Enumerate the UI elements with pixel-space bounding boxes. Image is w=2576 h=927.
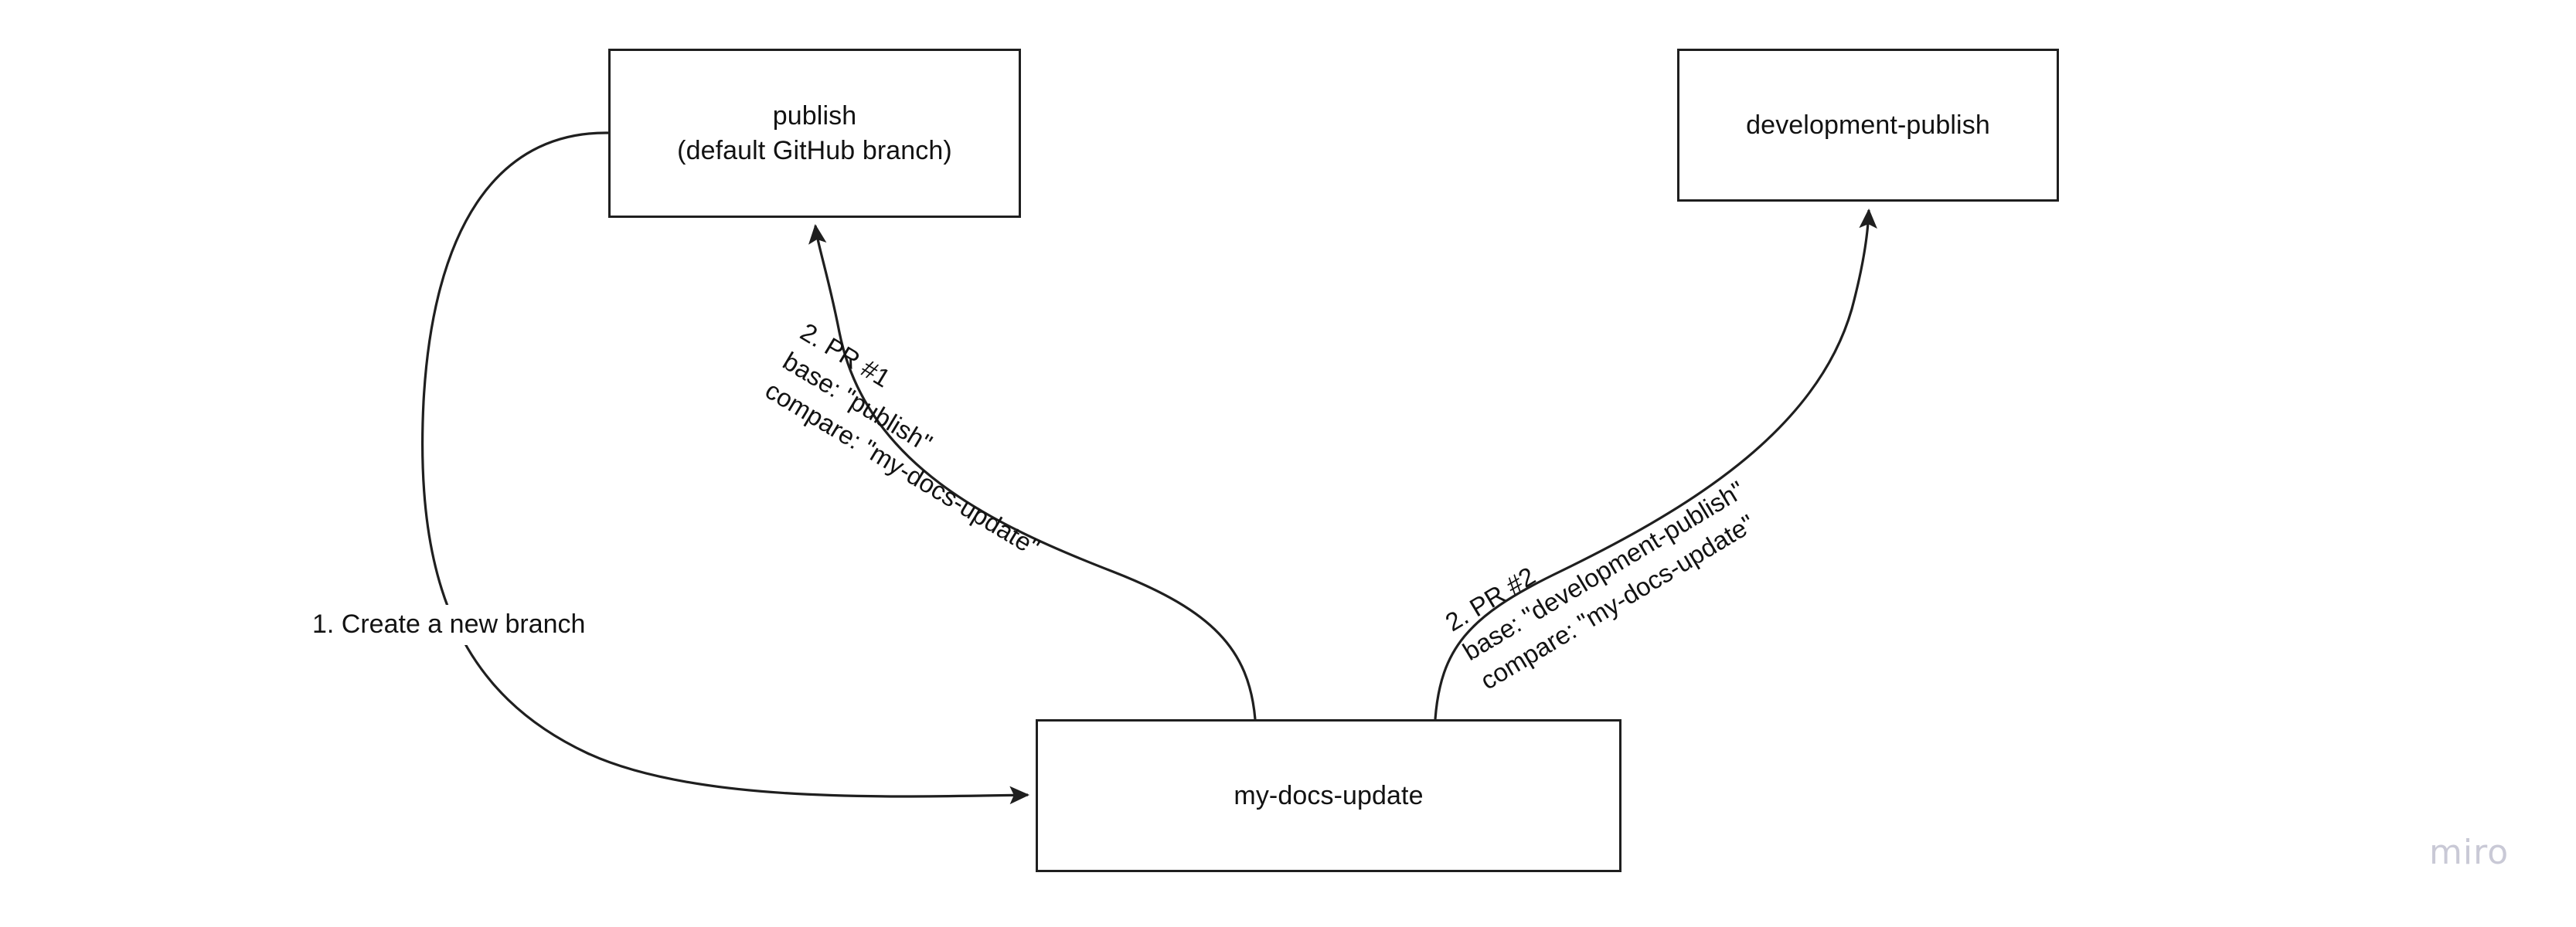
edge-label-create-branch: 1. Create a new branch bbox=[308, 605, 590, 645]
node-publish-label: publish (default GitHub branch) bbox=[677, 100, 952, 165]
node-my-docs-update[interactable]: my-docs-update bbox=[1036, 719, 1621, 872]
node-development-publish[interactable]: development-publish bbox=[1677, 49, 2059, 202]
node-publish[interactable]: publish (default GitHub branch) bbox=[608, 49, 1021, 218]
edge-label-pr2: 2. PR #2 base: "development-publish" com… bbox=[1440, 475, 1760, 696]
miro-watermark: miro bbox=[2429, 833, 2510, 872]
edge-label-pr1: 2. PR #1 base: "publish" compare: "my-do… bbox=[760, 317, 1045, 562]
node-my-docs-update-label: my-docs-update bbox=[1234, 780, 1424, 810]
node-development-publish-label: development-publish bbox=[1746, 110, 1990, 140]
